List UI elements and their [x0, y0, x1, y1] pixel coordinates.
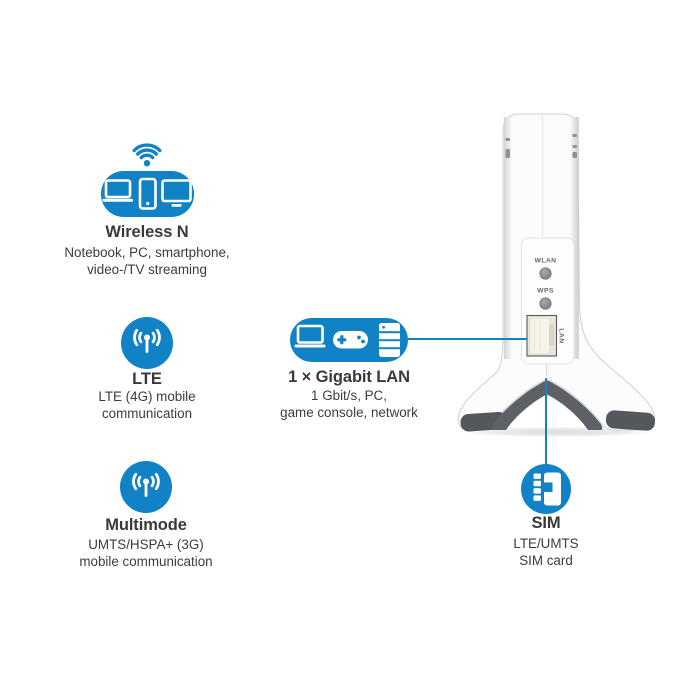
feature-title-lte: LTE — [132, 370, 162, 388]
connector-line-lan — [408, 338, 527, 341]
device-right-foot — [605, 410, 655, 431]
lan-port-label: LAN — [558, 328, 565, 343]
router-back-view: WLAN WPS LAN — [440, 95, 680, 445]
antenna-icon — [121, 317, 173, 369]
feature-desc-wireless-n: Notebook, PC, smartphone, video-/TV stre… — [64, 245, 230, 277]
laptop-icon — [102, 179, 133, 202]
feature-desc-multimode: UMTS/HSPA+ (3G) mobile communication — [79, 537, 213, 569]
wps-button-label: WPS — [537, 288, 554, 295]
gamepad-icon — [333, 331, 368, 349]
gigabit-lan-devices-icon — [290, 318, 408, 362]
feature-desc-lte: LTE (4G) mobile communication — [98, 389, 196, 421]
smartphone-icon — [138, 177, 157, 210]
feature-desc-sim: LTE/UMTS SIM card — [513, 536, 579, 568]
wps-button — [539, 297, 552, 310]
feature-title-gigabit-lan: 1 × Gigabit LAN — [288, 368, 410, 386]
antenna-icon — [120, 461, 172, 513]
device-right-rail — [570, 117, 579, 359]
device-left-rail — [503, 117, 513, 359]
wifi-icon — [126, 136, 168, 168]
monitor-icon — [161, 179, 192, 207]
wlan-button-label: WLAN — [535, 258, 557, 265]
device-port-marks — [505, 134, 577, 158]
sim-card-icon — [521, 464, 571, 514]
feature-title-multimode: Multimode — [105, 516, 187, 534]
lan-port — [526, 314, 558, 357]
feature-title-wireless-n: Wireless N — [105, 223, 189, 241]
wireless-devices-icon — [101, 171, 194, 217]
server-icon — [379, 323, 400, 357]
feature-title-sim: SIM — [531, 514, 561, 532]
laptop-icon — [294, 324, 326, 348]
feature-desc-gigabit-lan: 1 Gbit/s, PC, game console, network — [280, 388, 418, 420]
connector-line-sim — [545, 378, 548, 464]
wlan-button — [539, 267, 552, 280]
